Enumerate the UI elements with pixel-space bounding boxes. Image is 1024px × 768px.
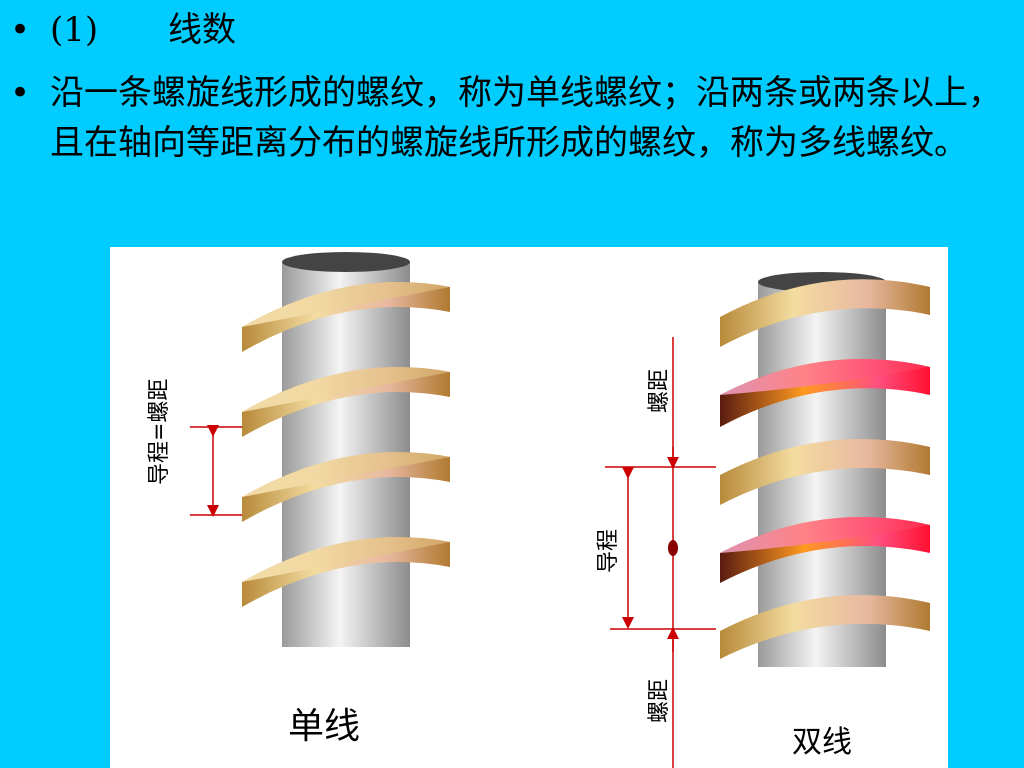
right-pitch-bottom-label: 螺距: [647, 678, 673, 724]
right-caption: 双线: [792, 725, 852, 760]
left-dimension-label: 导程=螺距: [147, 378, 172, 485]
single-thread-screw: [190, 252, 450, 647]
thread-figure: 导程=螺距 单线 螺距 导程 螺距 双线: [110, 247, 948, 768]
right-pitch-top-label: 螺距: [647, 368, 673, 414]
body-paragraph: 沿一条螺旋线形成的螺纹，称为单线螺纹；沿两条或两条以上，且在轴向等距离分布的螺旋…: [50, 73, 1002, 163]
right-lead-label: 导程: [596, 528, 622, 574]
heading-number: (1): [50, 10, 99, 50]
bullet: •: [10, 73, 31, 113]
double-thread-screw: [605, 272, 930, 768]
heading-title: 线数: [168, 10, 236, 50]
left-caption: 单线: [288, 706, 361, 747]
bullet: •: [10, 10, 31, 50]
thread-illustration: [190, 252, 930, 768]
